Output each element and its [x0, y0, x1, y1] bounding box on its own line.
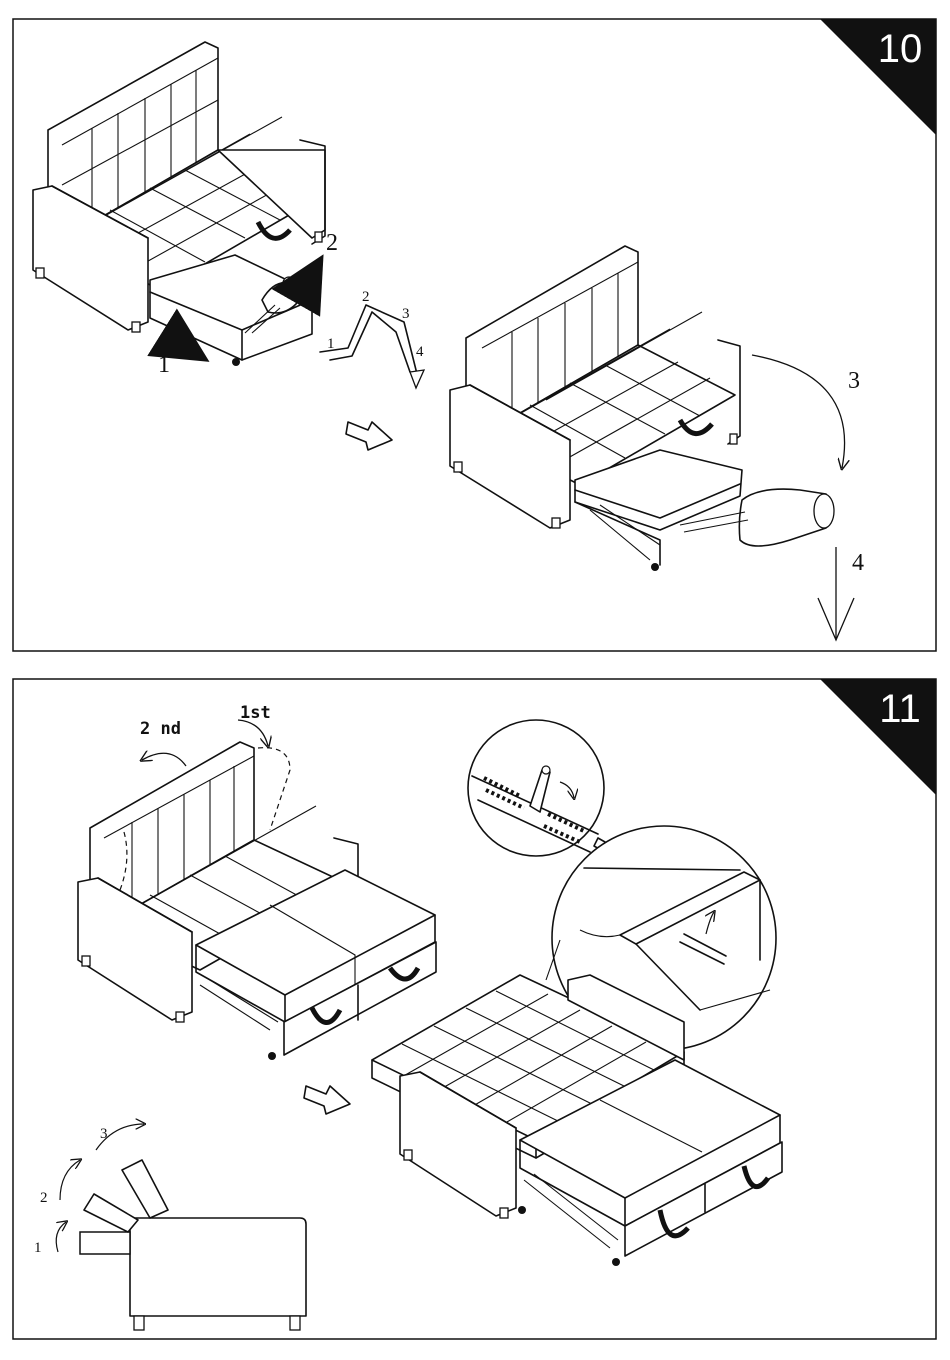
unfold-label-2: 2 — [40, 1190, 48, 1206]
step-number-10: 10 — [878, 27, 923, 71]
next-arrow-11 — [304, 1086, 350, 1114]
sofa-half-open-backrest-fold — [78, 742, 436, 1060]
path-label-2: 2 — [362, 289, 370, 305]
unfold-label-3: 3 — [100, 1126, 108, 1142]
label-2nd: 2 nd — [140, 719, 181, 739]
label-down-4: 4 — [852, 550, 864, 576]
label-1st: 1st — [240, 703, 271, 723]
path-label-4: 4 — [416, 344, 424, 360]
fold-arrow-1st — [238, 720, 268, 746]
label-push-1: 1 — [158, 352, 170, 378]
panel-step-11: 11 — [13, 679, 936, 1339]
zipper-detail-callout — [468, 720, 626, 864]
step-number-11: 11 — [879, 687, 921, 731]
next-arrow-10 — [346, 422, 392, 450]
panel-step-10: 10 — [13, 19, 936, 651]
unfold-side-profile — [56, 1124, 306, 1330]
swing-arrow-3 — [752, 355, 845, 468]
label-swing-3: 3 — [848, 368, 860, 394]
fold-arrow-2nd — [142, 753, 186, 766]
sofa-lifting-bed-frame — [450, 246, 834, 571]
sofa-closed-pulling-drawer — [33, 42, 325, 366]
path-label-1: 1 — [327, 336, 335, 352]
unfold-label-1: 1 — [34, 1240, 42, 1256]
label-lift-2: 2 — [326, 230, 338, 256]
path-label-3: 3 — [402, 306, 410, 322]
